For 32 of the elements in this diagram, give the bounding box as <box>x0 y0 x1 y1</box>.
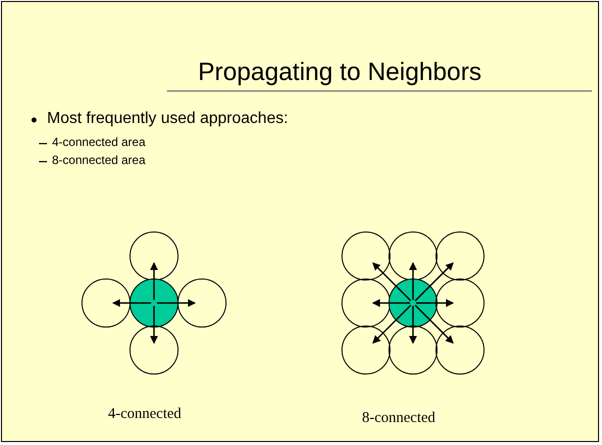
arrow <box>372 262 412 302</box>
arrow <box>414 304 454 344</box>
neighbor-pixel-circle <box>388 232 438 280</box>
neighbor-pixel-circle <box>342 326 390 374</box>
slide-title: Propagating to Neighbors <box>198 58 482 87</box>
sub-bullet-text: 8-connected area <box>52 153 146 167</box>
neighbor-pixel-circle <box>130 326 178 374</box>
neighbor-pixel-circle <box>178 278 226 328</box>
arrow <box>372 304 412 344</box>
center-pixel-circle <box>388 278 438 328</box>
neighbor-pixel-circle <box>342 278 390 328</box>
arrow <box>409 262 417 300</box>
arrow <box>150 262 158 300</box>
neighbor-pixel-circle <box>436 326 484 374</box>
neighbor-pixel-circle <box>388 326 438 374</box>
figure-caption: 4-connected <box>108 406 182 423</box>
arrow <box>414 262 454 302</box>
center-pixel-circle <box>130 278 178 328</box>
arrow <box>157 299 196 307</box>
arrow <box>416 299 454 307</box>
figure-caption: 8-connected <box>362 410 436 427</box>
arrow <box>372 299 410 307</box>
neighbor-pixel-circle <box>82 278 130 328</box>
sub-bullet-text: 4-connected area <box>52 135 146 149</box>
arrow <box>112 299 151 307</box>
neighbor-pixel-circle <box>436 232 484 280</box>
arrow <box>409 306 417 344</box>
arrow <box>150 306 158 344</box>
neighbor-pixel-circle <box>342 232 390 280</box>
bullet-text: Most frequently used approaches: <box>47 110 288 128</box>
neighbor-pixel-circle <box>130 232 178 280</box>
neighbor-pixel-circle <box>436 278 484 328</box>
